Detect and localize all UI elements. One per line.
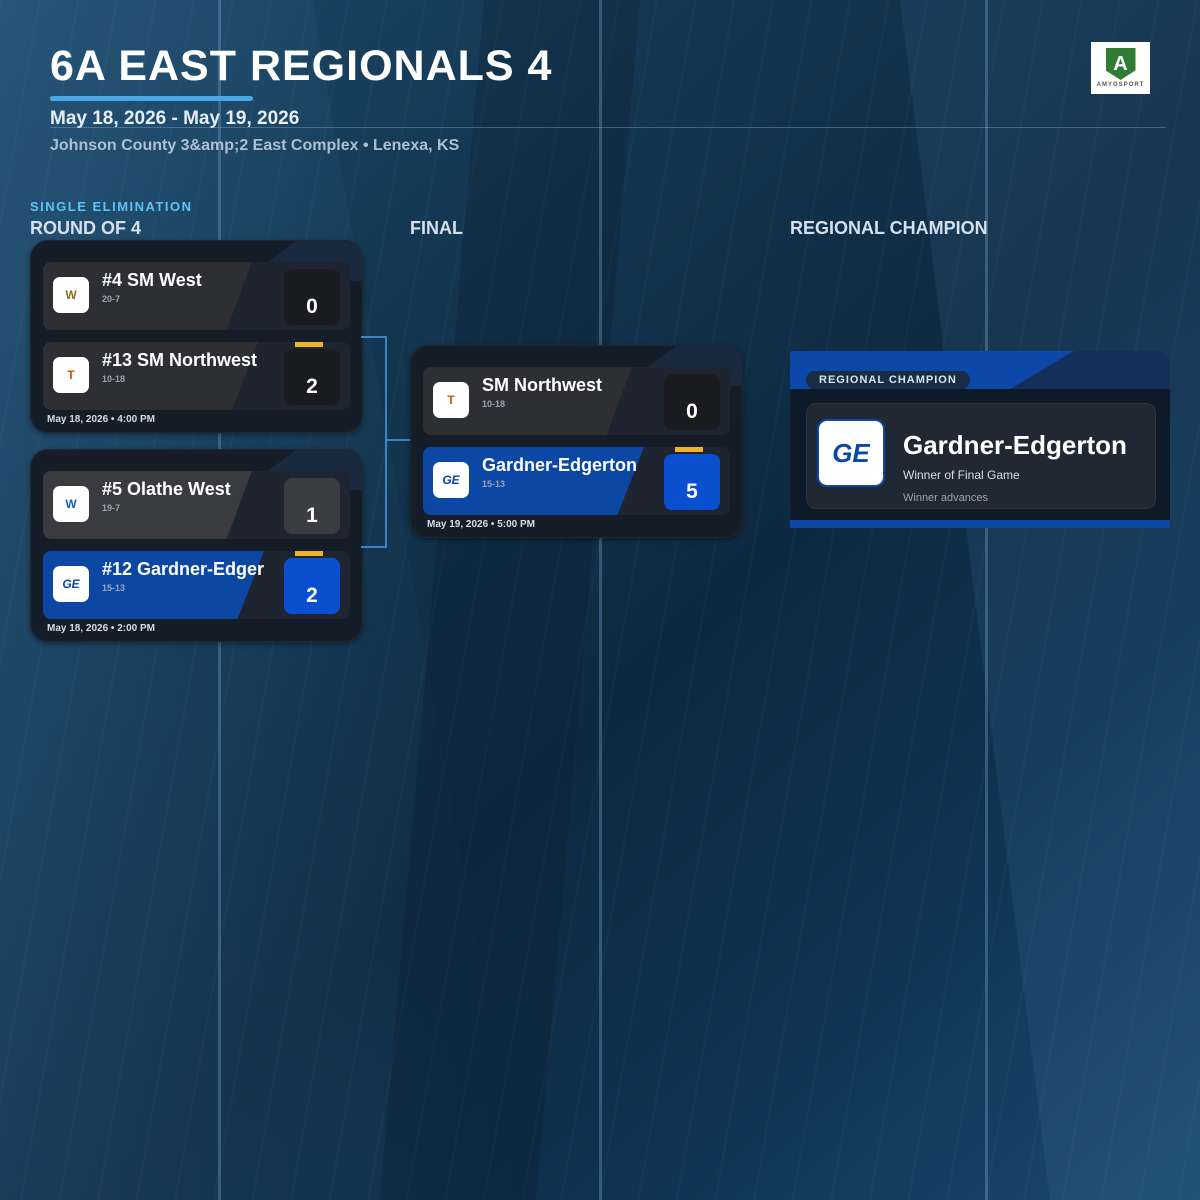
game-time: May 18, 2026 • 4:00 PM	[47, 414, 156, 425]
team-row[interactable]: W #5 Olathe West 19-7 1	[43, 471, 350, 539]
team-row[interactable]: W #4 SM West 20-7 0	[43, 262, 350, 330]
team-row-winner[interactable]: GE Gardner-Edgerton 15-13 5	[423, 447, 730, 515]
match-card-semifinal-2[interactable]: W #5 Olathe West 19-7 1 GE #12 Gardner-E…	[30, 449, 363, 642]
team-record: 15-13	[482, 479, 506, 489]
header-divider	[50, 127, 1166, 128]
tiger-logo-icon: T	[433, 382, 469, 418]
team-name: #12 Gardner-Edger	[102, 559, 265, 579]
title-underline	[50, 96, 253, 101]
team-name: SM Northwest	[482, 375, 603, 395]
team-name: #13 SM Northwest	[102, 350, 258, 370]
brand-name: AMYOSPORT	[1096, 82, 1145, 88]
bracket-connector	[361, 336, 387, 548]
ge-logo-icon: GE	[433, 462, 469, 498]
bracket-connector-stub	[386, 439, 410, 441]
team-row-winner[interactable]: GE #12 Gardner-Edger 15-13 2	[43, 551, 350, 619]
team-record: 10-18	[482, 399, 506, 409]
tiger-logo-icon: T	[53, 357, 89, 393]
team-score: 1	[284, 478, 340, 534]
team-row-winner[interactable]: T #13 SM Northwest 10-18 2	[43, 342, 350, 410]
winner-flag	[295, 342, 323, 347]
team-score: 5	[664, 454, 720, 510]
game-time: May 18, 2026 • 2:00 PM	[47, 623, 156, 634]
team-score: 0	[284, 269, 340, 325]
team-name: #4 SM West	[102, 270, 202, 290]
sm-west-logo-icon: W	[53, 277, 89, 313]
shield-icon: A	[1105, 48, 1136, 80]
bracket-format: SINGLE ELIMINATION	[30, 199, 193, 214]
round-label-champion: REGIONAL CHAMPION	[790, 218, 988, 238]
round-label-final: FINAL	[410, 218, 463, 238]
team-score: 2	[284, 349, 340, 405]
event-venue: Johnson County 3&amp;2 East Complex • Le…	[50, 137, 460, 154]
champion-note: Winner advances	[903, 492, 988, 504]
champion-team[interactable]: GE Gardner-Edgerton Winner of Final Game…	[806, 403, 1156, 509]
champion-name: Gardner-Edgerton	[903, 430, 1127, 460]
team-record: 19-7	[102, 503, 121, 513]
game-time: May 19, 2026 • 5:00 PM	[427, 519, 536, 530]
ge-logo-icon: GE	[817, 419, 885, 487]
amyosport-logo[interactable]: A AMYOSPORT	[1091, 42, 1150, 94]
event-dates: May 18, 2026 - May 19, 2026	[50, 108, 300, 129]
team-record: 20-7	[102, 294, 121, 304]
team-name: Gardner-Edgerton	[482, 455, 638, 475]
column-divider	[985, 0, 988, 1200]
match-card-semifinal-1[interactable]: W #4 SM West 20-7 0 T #13 SM Northwest 1…	[30, 240, 363, 433]
column-divider	[599, 0, 602, 1200]
olathe-west-logo-icon: W	[53, 486, 89, 522]
champion-label: REGIONAL CHAMPION	[806, 371, 970, 389]
champion-subtitle: Winner of Final Game	[903, 468, 1020, 482]
page-title: 6A EAST REGIONALS 4	[50, 42, 553, 90]
winner-flag	[675, 447, 703, 452]
team-record: 10-18	[102, 374, 126, 384]
round-label-round-of-4: ROUND OF 4	[30, 218, 142, 238]
team-score: 0	[664, 374, 720, 430]
team-score: 2	[284, 558, 340, 614]
team-row[interactable]: T SM Northwest 10-18 0	[423, 367, 730, 435]
team-name: #5 Olathe West	[102, 479, 231, 499]
ge-logo-icon: GE	[53, 566, 89, 602]
background-light-beam-right	[900, 0, 1200, 1200]
champion-card[interactable]: REGIONAL CHAMPION GE Gardner-Edgerton Wi…	[790, 351, 1170, 528]
team-record: 15-13	[102, 583, 126, 593]
match-card-final[interactable]: T SM Northwest 10-18 0 GE Gardner-Edgert…	[410, 345, 743, 538]
winner-flag	[295, 551, 323, 556]
